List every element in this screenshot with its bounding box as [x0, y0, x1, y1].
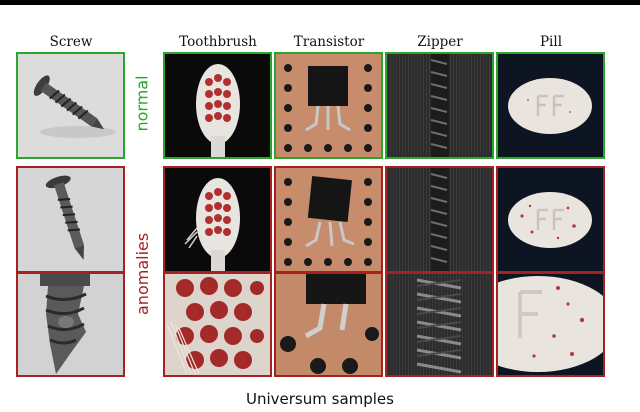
header-transistor: Transistor: [293, 34, 365, 50]
top-rule: [0, 0, 640, 5]
toothbrush-anomaly-image-2: [163, 272, 272, 377]
toothbrush-normal-image: [163, 52, 272, 159]
zipper-anomaly-image-1: [385, 166, 494, 273]
header-screw: Screw: [49, 34, 93, 50]
zipper-anomaly-image-2: [385, 272, 494, 377]
transistor-anomaly-image-1: [274, 166, 383, 273]
row-label-anomalies: anomalies: [133, 232, 152, 315]
pill-anomaly-image-1: [496, 166, 605, 273]
screw-normal-image: [16, 52, 125, 159]
header-zipper: Zipper: [417, 34, 463, 50]
pill-anomaly-image-2: [496, 272, 605, 377]
transistor-normal-image: [274, 52, 383, 159]
toothbrush-anomaly-image-1: [163, 166, 272, 273]
screw-anomaly-image-1: [16, 166, 125, 273]
zipper-normal-image: [385, 52, 494, 159]
header-pill: Pill: [539, 34, 563, 50]
figure-caption: Universum samples: [246, 390, 394, 408]
header-toothbrush: Toothbrush: [179, 34, 257, 50]
pill-normal-image: [496, 52, 605, 159]
transistor-anomaly-image-2: [274, 272, 383, 377]
screw-anomaly-image-2: [16, 272, 125, 377]
row-label-normal: normal: [132, 75, 152, 132]
